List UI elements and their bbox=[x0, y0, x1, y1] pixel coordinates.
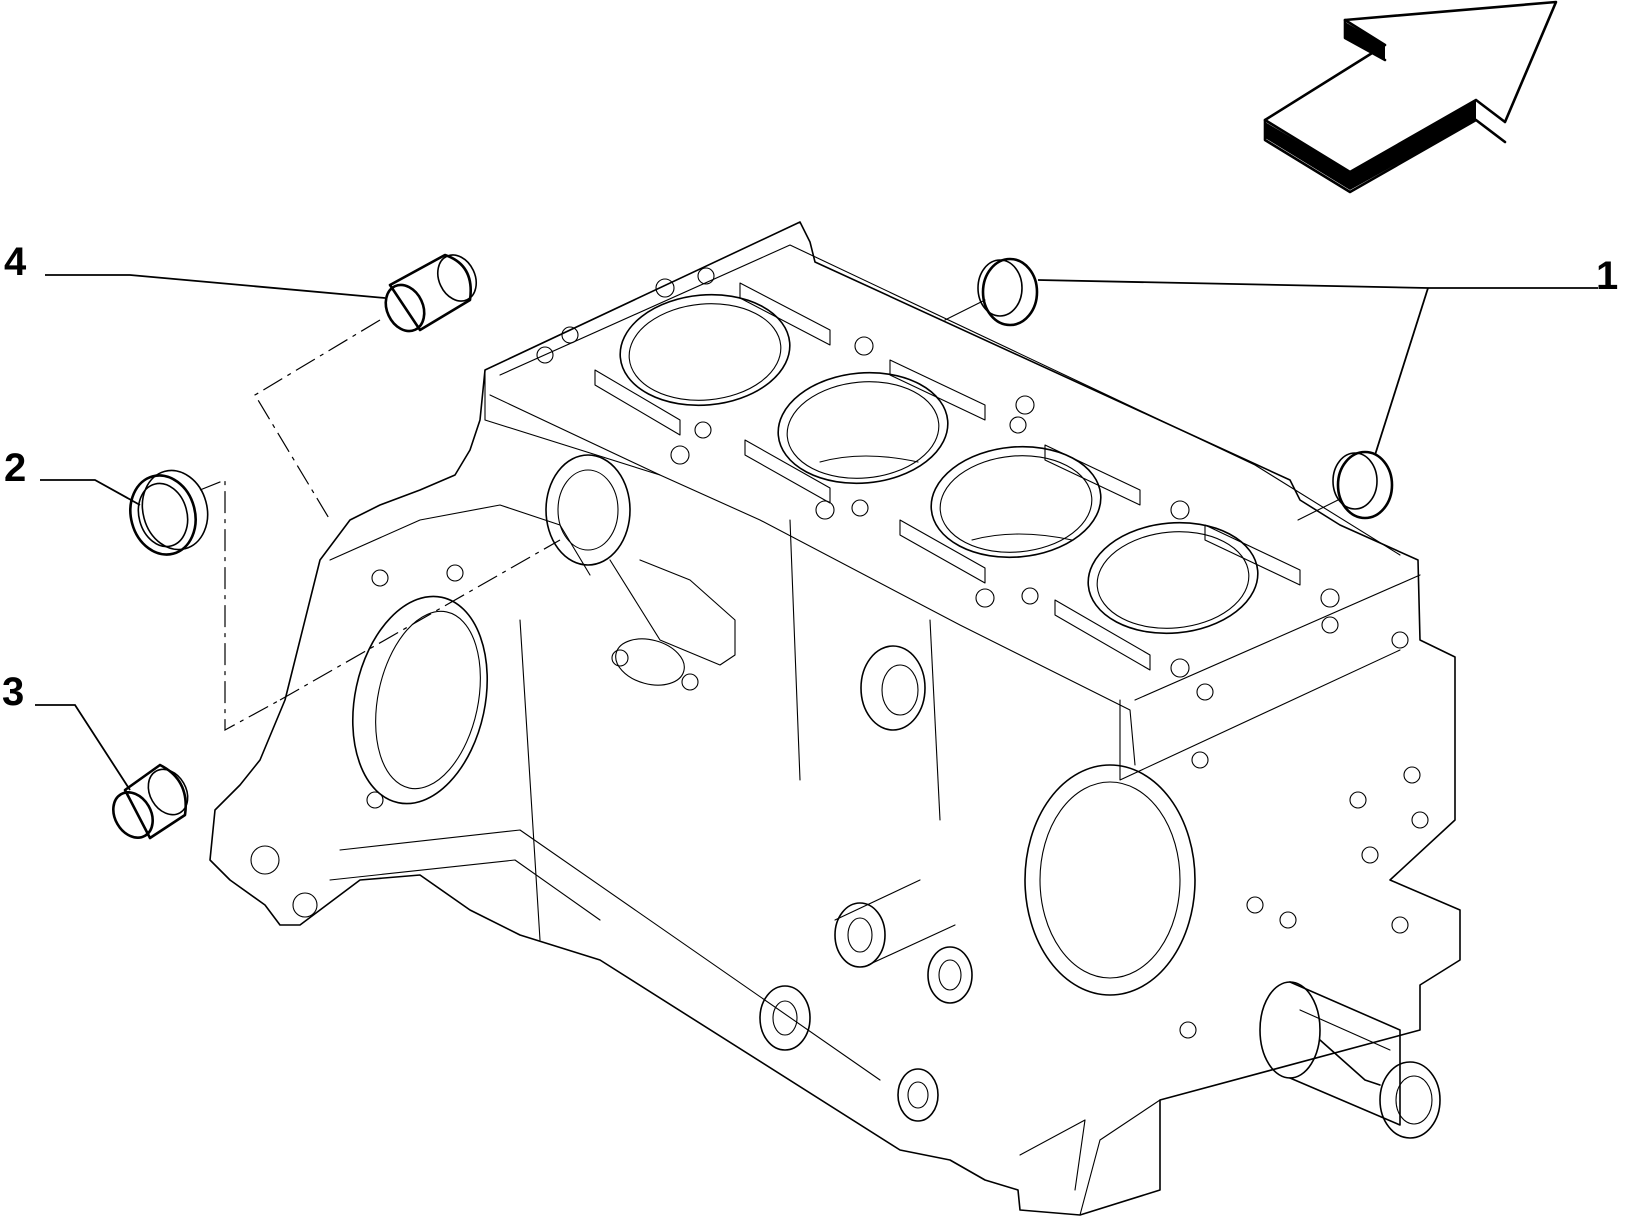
crankshaft-stub bbox=[1259, 981, 1441, 1139]
cylinder-bore-4 bbox=[1087, 521, 1259, 635]
direction-arrow-icon bbox=[1263, 0, 1558, 194]
part-1-plug-upper bbox=[977, 257, 1039, 327]
installation-path-lines bbox=[199, 319, 561, 732]
part-1-plug-lower bbox=[1332, 450, 1394, 520]
side-boss bbox=[860, 645, 926, 731]
engine-block bbox=[209, 221, 1461, 1216]
callout-2: 2 bbox=[4, 446, 27, 490]
bottom-boss-right bbox=[897, 946, 973, 1122]
deck-bolt-holes bbox=[536, 267, 1340, 701]
bottom-boss-front bbox=[834, 879, 956, 968]
cylinder-bore-3 bbox=[930, 445, 1102, 559]
part-2-seal-ring bbox=[129, 469, 209, 556]
crank-bore bbox=[1024, 764, 1196, 996]
water-jacket-slots bbox=[594, 282, 1301, 671]
right-face-holes bbox=[1179, 631, 1429, 1039]
callout-1: 1 bbox=[1596, 254, 1619, 298]
callout-3: 3 bbox=[2, 670, 25, 714]
bottom-boss-mid bbox=[759, 985, 811, 1051]
cylinder-bore-2 bbox=[777, 371, 949, 485]
boss-flange bbox=[545, 454, 736, 691]
part-3-dowel-sleeve bbox=[112, 763, 189, 840]
part-4-bushing bbox=[384, 253, 478, 333]
callout-4: 4 bbox=[4, 240, 27, 284]
block-left-face bbox=[250, 504, 591, 918]
leader-lines bbox=[35, 274, 1598, 791]
cylinder-bore-1 bbox=[619, 293, 791, 407]
